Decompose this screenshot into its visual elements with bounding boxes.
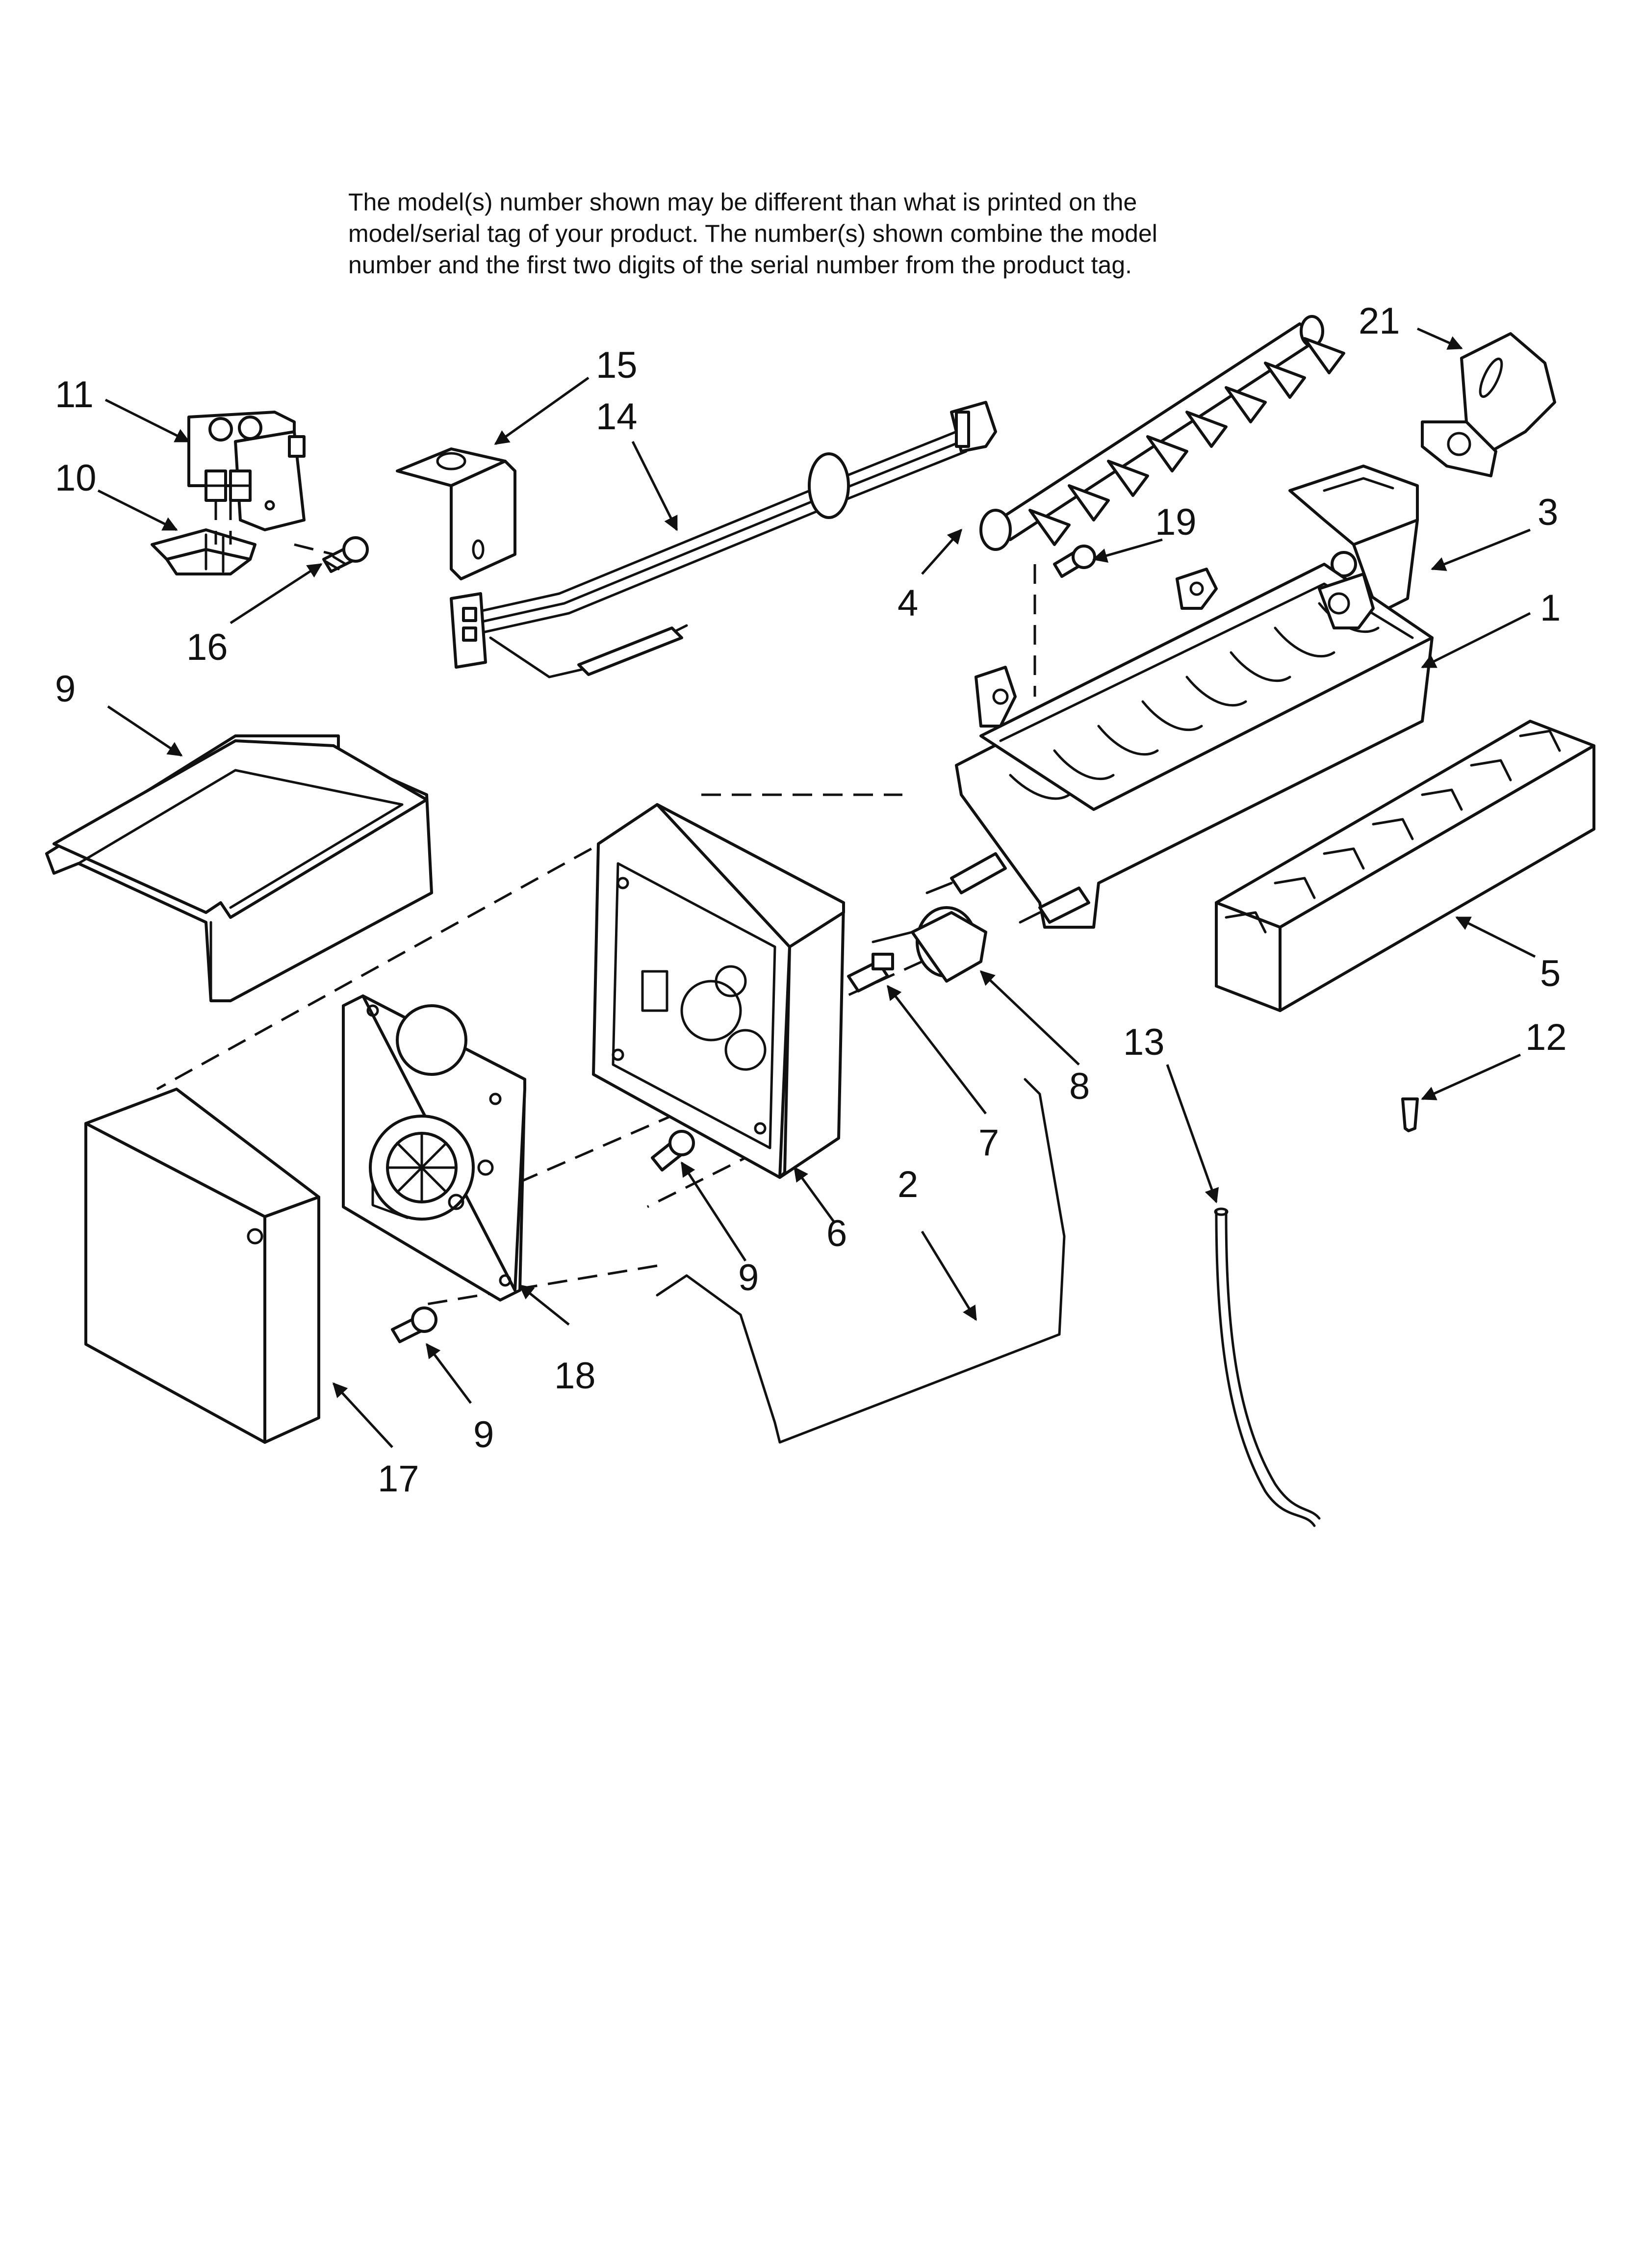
callout-11[interactable]: 10 [55, 457, 97, 499]
fill-cup-part[interactable] [1288, 465, 1419, 615]
disclaimer-line-2: model/serial tag of your product. The nu… [348, 220, 1157, 247]
water-valve-part[interactable] [187, 411, 306, 531]
module-housing-part[interactable] [592, 803, 845, 1179]
shutoff-arm-part[interactable] [656, 1078, 1066, 1444]
disclaimer-text: The model(s) number shown may be differe… [348, 186, 1378, 281]
valve-bracket-part[interactable] [151, 500, 257, 575]
screw-17-part[interactable] [322, 536, 369, 573]
harness-bracket-part[interactable] [396, 447, 516, 580]
callout-6[interactable]: 6 [826, 1213, 847, 1254]
thermostat-part[interactable] [872, 906, 987, 983]
screw-9b-part[interactable] [391, 1306, 437, 1343]
wire-nut-part[interactable] [1401, 1097, 1419, 1132]
callout-15[interactable]: 14 [596, 396, 638, 438]
ice-mold-part[interactable] [955, 563, 1434, 929]
callout-labels: 11 10 16 9 15 14 21 19 4 3 1 5 12 13 8 7… [55, 300, 1567, 1500]
callout-5[interactable]: 5 [1540, 953, 1561, 994]
stripper-part[interactable] [1215, 720, 1595, 1012]
shaft-coupler-part[interactable] [847, 953, 894, 992]
callout-16[interactable]: 15 [596, 344, 638, 386]
callout-12[interactable]: 11 [55, 374, 94, 416]
screw-20-part[interactable] [1053, 545, 1096, 578]
disclaimer-line-1: The model(s) number shown may be differe… [348, 188, 1137, 216]
callout-4[interactable]: 4 [898, 582, 918, 624]
ice-bin-part[interactable] [45, 734, 433, 1002]
callout-8[interactable]: 8 [1069, 1066, 1090, 1107]
ejector-part[interactable] [979, 315, 1345, 551]
terminal-pins-part [925, 852, 1090, 924]
callout-9b[interactable]: 9 [473, 1414, 494, 1456]
callout-19[interactable]: 18 [554, 1355, 596, 1397]
callout-20[interactable]: 19 [1155, 501, 1197, 543]
callout-1[interactable]: 1 [1540, 587, 1561, 629]
callout-2[interactable]: 2 [898, 1164, 918, 1205]
callout-13[interactable]: 12 [1525, 1017, 1567, 1058]
leader-lines [97, 327, 1536, 1448]
callout-17[interactable]: 16 [186, 626, 228, 668]
fill-cup-heater-part[interactable] [1421, 332, 1556, 477]
callout-21[interactable]: 21 [1359, 300, 1400, 342]
disclaimer-line-3: number and the first two digits of the s… [348, 251, 1132, 279]
screw-9a-part[interactable] [651, 1130, 695, 1172]
callout-14[interactable]: 13 [1123, 1021, 1165, 1063]
fill-tube-part[interactable] [1214, 1207, 1321, 1527]
callout-7[interactable]: 7 [978, 1122, 999, 1164]
callout-10[interactable]: 9 [55, 668, 76, 710]
wire-harness-part[interactable] [450, 401, 997, 678]
callout-9a[interactable]: 9 [738, 1257, 759, 1299]
control-module-part[interactable] [342, 994, 526, 1302]
callout-3[interactable]: 3 [1538, 492, 1558, 533]
callout-18[interactable]: 17 [378, 1458, 419, 1500]
cover-part[interactable] [84, 1088, 320, 1444]
